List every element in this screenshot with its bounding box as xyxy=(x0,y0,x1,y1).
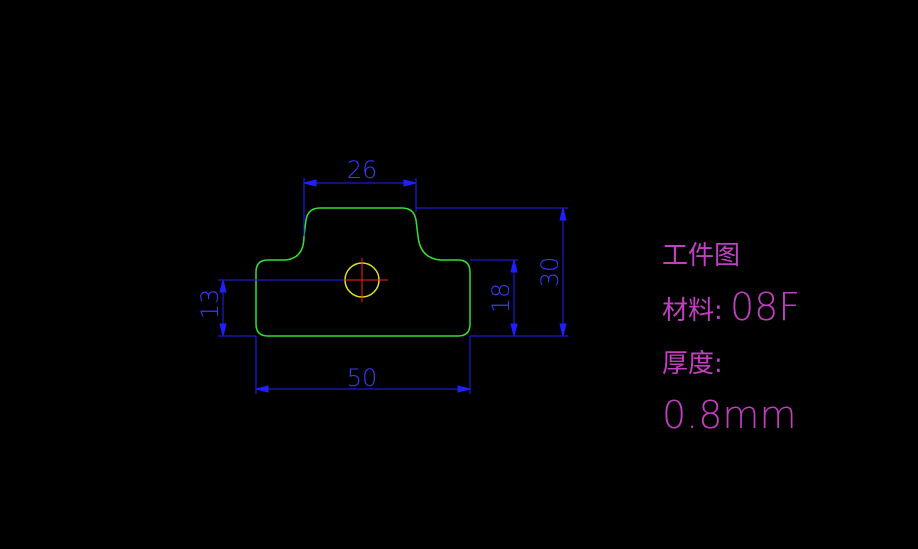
dim-bottom-arrow-right xyxy=(457,385,471,393)
note-title: 工件图 xyxy=(662,241,740,271)
note-thickness-label: 厚度: xyxy=(662,349,723,379)
dim-hole-arrow-top xyxy=(219,279,227,293)
dim-bottom-arrow-left xyxy=(255,385,269,393)
dim-hole-text: 13 xyxy=(196,289,224,320)
dim-total-arrow-bottom xyxy=(559,323,567,337)
dim-hole-arrow-bottom xyxy=(219,323,227,337)
dim-top-arrow-left xyxy=(303,179,317,187)
dim-top-text: 26 xyxy=(347,156,378,184)
dim-bottom-text: 50 xyxy=(347,364,378,392)
dim-lower-arrow-top xyxy=(510,259,518,273)
note-thickness-value: 0.8mm xyxy=(662,393,796,437)
dim-total-text: 30 xyxy=(536,257,564,288)
dim-lower-arrow-bottom xyxy=(510,323,518,337)
note-material-value: 08F xyxy=(730,285,800,329)
dim-top-arrow-right xyxy=(403,179,417,187)
note-material-label: 材料: xyxy=(662,296,723,326)
dim-lower-text: 18 xyxy=(487,283,515,314)
part-outline xyxy=(255,207,471,337)
dim-total-arrow-top xyxy=(559,207,567,221)
